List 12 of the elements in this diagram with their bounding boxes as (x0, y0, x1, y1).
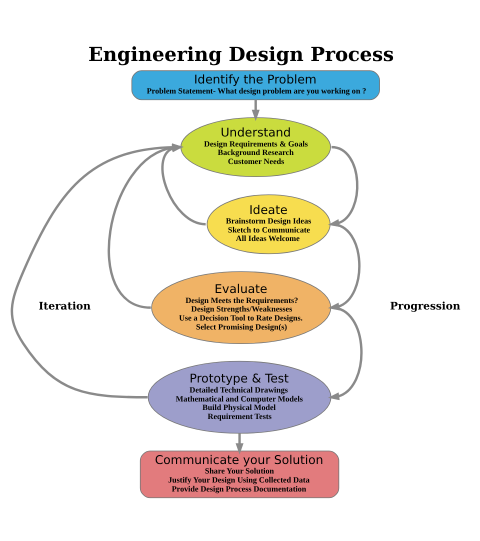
node-ellipse: Ideate Brainstorm Design Ideas Sketch to Communicate All Ideas Welcome (206, 194, 331, 254)
node-box: Communicate your Solution Share Your Solution Justify Your Design Using Collected Data Provide Design Process Documentation (140, 450, 340, 498)
node-box: Identify the Problem Problem Statement- What design problem are you working on ? (131, 70, 380, 100)
diagram-title: Engineering Design Process (88, 43, 394, 66)
arrow (328, 306, 363, 400)
label: Iteration (38, 300, 91, 313)
arrow (236, 433, 244, 455)
arrow (252, 100, 260, 122)
node-ellipse: Understand Design Requirements & Goals Background Research Customer Needs (180, 117, 331, 178)
node-ellipse: Prototype & Test Detailed Technical Drawings Mathematical and Computer Models Build Physical Model Requirement Tests (148, 360, 332, 434)
label: Progression (390, 300, 460, 313)
node-ellipse: Evaluate Design Meets the Requirements? Design Strengths/Weaknesses Use a Decision Tool to Rate Designs. Select Promising Design(s) (151, 271, 332, 344)
